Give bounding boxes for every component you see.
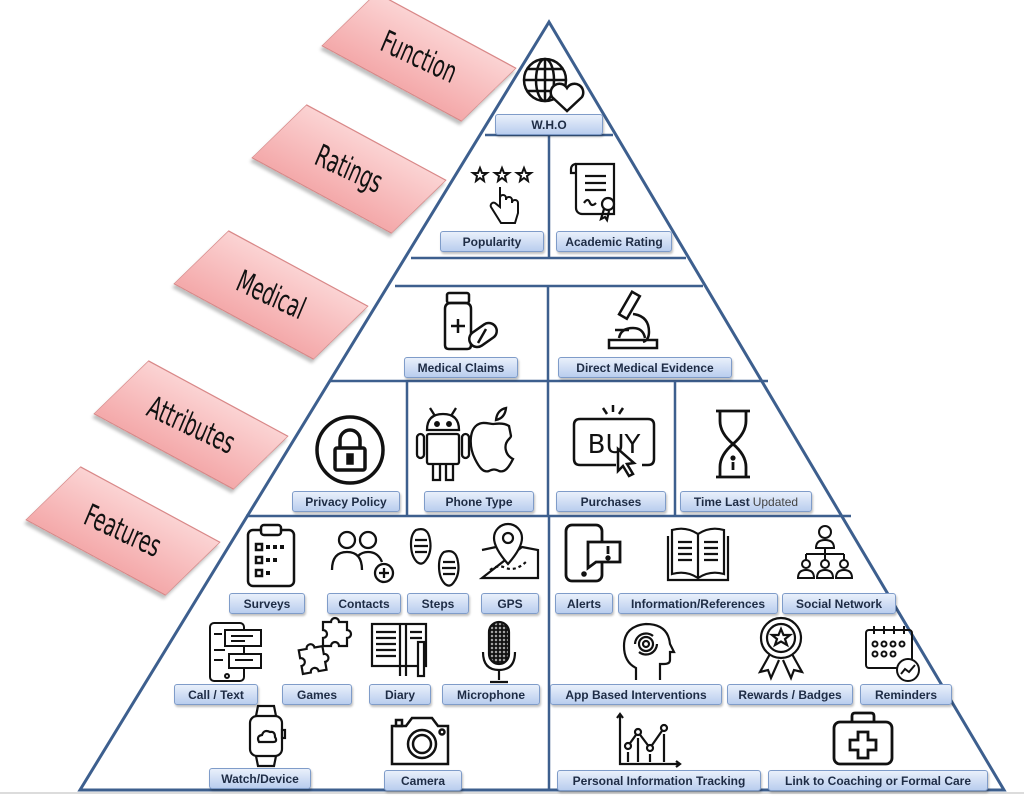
label-popularity: Popularity bbox=[440, 231, 544, 252]
label-information-references: Information/References bbox=[618, 593, 778, 614]
globe-heart-icon bbox=[522, 57, 585, 113]
label-phone-type: Phone Type bbox=[424, 491, 534, 512]
certificate-icon bbox=[569, 162, 616, 223]
open-book-icon bbox=[666, 527, 730, 582]
buy-icon: BUY bbox=[572, 405, 656, 478]
social-network-icon bbox=[796, 525, 854, 579]
label-direct-medical-evidence: Direct Medical Evidence bbox=[558, 357, 732, 378]
label-contacts: Contacts bbox=[327, 593, 401, 614]
label-steps: Steps bbox=[407, 593, 469, 614]
label-watch-device: Watch/Device bbox=[209, 768, 311, 789]
tier-label: Features bbox=[79, 497, 167, 565]
contacts-add-icon bbox=[330, 530, 395, 584]
label-purchases: Purchases bbox=[556, 491, 666, 512]
phone-chat-icon bbox=[209, 622, 262, 682]
stars-hand-icon bbox=[470, 165, 534, 224]
label-microphone: Microphone bbox=[442, 684, 540, 705]
pyramid-outline bbox=[77, 19, 1007, 792]
hourglass-icon bbox=[716, 409, 750, 479]
diary-icon bbox=[370, 622, 428, 678]
label-camera: Camera bbox=[384, 770, 462, 791]
head-gear-icon bbox=[622, 622, 676, 680]
first-aid-kit-icon bbox=[832, 711, 894, 766]
label-personal-information-tracking: Personal Information Tracking bbox=[557, 770, 761, 791]
tier-label: Function bbox=[375, 23, 463, 91]
calendar-icon bbox=[865, 626, 920, 682]
microphone-icon bbox=[481, 620, 517, 684]
label-app-based-interventions: App Based Interventions bbox=[550, 684, 722, 705]
label-call-text: Call / Text bbox=[174, 684, 258, 705]
camera-icon bbox=[390, 716, 450, 766]
label-bold: Time Last bbox=[693, 494, 750, 509]
label-gps: GPS bbox=[481, 593, 539, 614]
smartwatch-icon bbox=[248, 704, 287, 768]
svg-text:BUY: BUY bbox=[588, 430, 641, 460]
tier-label: Medical bbox=[231, 263, 311, 327]
label-diary: Diary bbox=[369, 684, 431, 705]
tablet-alert-icon bbox=[564, 523, 622, 583]
clipboard-icon bbox=[246, 523, 296, 588]
label-reminders: Reminders bbox=[860, 684, 952, 705]
label-privacy-policy: Privacy Policy bbox=[292, 491, 400, 512]
tier-label: Ratings bbox=[310, 137, 388, 201]
label-social-network: Social Network bbox=[782, 593, 896, 614]
puzzle-icon bbox=[297, 616, 353, 676]
label-academic-rating: Academic Rating bbox=[556, 231, 672, 252]
label-alerts: Alerts bbox=[555, 593, 613, 614]
footprints-icon bbox=[409, 528, 460, 587]
microscope-icon bbox=[607, 290, 659, 350]
label-surveys: Surveys bbox=[229, 593, 305, 614]
label-medical-claims: Medical Claims bbox=[404, 357, 518, 378]
lock-icon bbox=[315, 415, 385, 485]
badge-icon bbox=[757, 616, 805, 681]
map-pin-icon bbox=[478, 522, 540, 580]
line-chart-icon bbox=[616, 712, 682, 768]
medicine-bottle-icon bbox=[443, 291, 498, 351]
label-rewards-badges: Rewards / Badges bbox=[727, 684, 853, 705]
label-link-to-coaching: Link to Coaching or Formal Care bbox=[768, 770, 988, 791]
android-apple-icon bbox=[415, 406, 515, 482]
label-games: Games bbox=[282, 684, 352, 705]
label-who: W.H.O bbox=[495, 114, 603, 135]
label-light: Updated bbox=[752, 494, 799, 509]
